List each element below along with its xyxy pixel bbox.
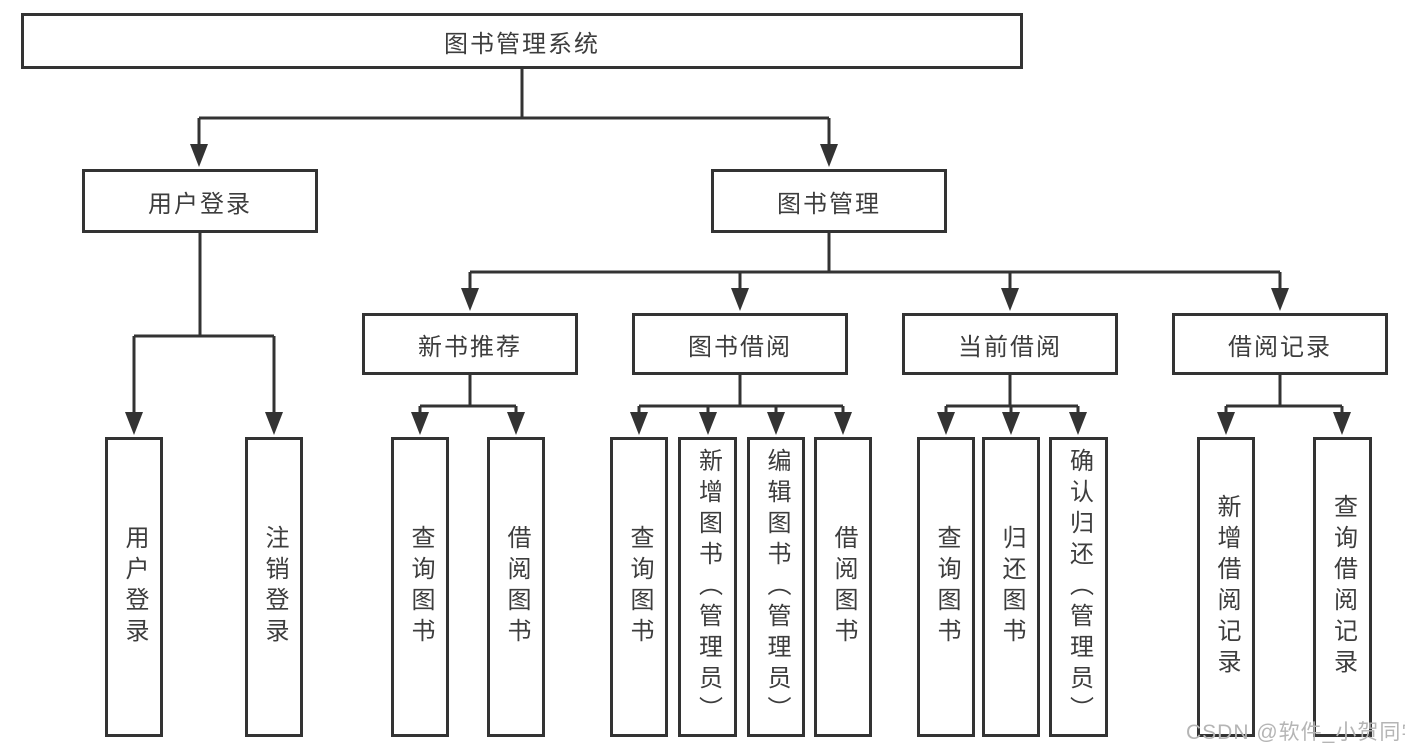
node-user-login: 用户登录 [82, 169, 318, 233]
leaf-label: 注销登录 [261, 525, 288, 649]
node-label: 新书推荐 [418, 333, 522, 361]
node-borrowing-records: 借阅记录 [1172, 313, 1388, 375]
leaf-logout: 注销登录 [245, 437, 303, 737]
arrowhead-icon [767, 412, 785, 435]
node-current-borrowing: 当前借阅 [902, 313, 1118, 375]
arrowhead-icon [265, 412, 283, 435]
leaf-borrow-books: 借阅图书 [487, 437, 545, 737]
connector-root-to-level2 [197, 69, 831, 146]
arrowhead-icon [461, 288, 479, 311]
leaf-edit-books-admin: 编辑图书（管理员） [747, 437, 805, 737]
arrowhead-icon [630, 412, 648, 435]
leaf-confirm-return-admin: 确认归还（管理员） [1049, 437, 1108, 737]
leaf-label: 确认归还（管理员） [1065, 447, 1093, 727]
node-book-borrowing: 图书借阅 [632, 313, 848, 375]
leaf-borrow-books: 借阅图书 [814, 437, 872, 737]
arrowhead-icon [190, 144, 208, 167]
node-label: 图书管理系统 [444, 30, 600, 58]
leaf-query-borrow-record: 查询借阅记录 [1313, 437, 1372, 737]
arrowhead-icon [1002, 412, 1020, 435]
node-label: 图书管理 [777, 190, 881, 218]
arrowhead-icon [411, 412, 429, 435]
arrowhead-icon [125, 412, 143, 435]
leaf-query-books: 查询图书 [610, 437, 668, 737]
arrowhead-icon [820, 144, 838, 167]
leaf-query-books: 查询图书 [917, 437, 975, 737]
arrowhead-icon [937, 412, 955, 435]
connector-userlogin-to-leaves [132, 233, 276, 413]
leaf-label: 查询图书 [407, 525, 434, 649]
arrowhead-icon [1271, 288, 1289, 311]
arrowhead-icon [1333, 412, 1351, 435]
leaf-label: 归还图书 [998, 525, 1025, 649]
leaf-label: 借阅图书 [830, 525, 857, 649]
arrowhead-icon [699, 412, 717, 435]
arrowhead-icon [1069, 412, 1087, 435]
arrowhead-icon [507, 412, 525, 435]
arrowhead-icon [834, 412, 852, 435]
leaf-label: 查询借阅记录 [1329, 494, 1357, 680]
leaf-label: 编辑图书（管理员） [763, 447, 790, 727]
leaf-return-books: 归还图书 [982, 437, 1040, 737]
arrowhead-icon [1217, 412, 1235, 435]
connector-bookmgmt-to-level3 [468, 233, 1282, 290]
arrowhead-down-icons [125, 144, 1351, 435]
connector-level3-to-leaves [418, 375, 1344, 413]
node-book-management: 图书管理 [711, 169, 947, 233]
csdn-watermark: CSDN @软件_小贺同学 [1186, 721, 1405, 744]
node-label: 图书借阅 [688, 333, 792, 361]
leaf-label: 查询图书 [933, 525, 960, 649]
node-root-system: 图书管理系统 [21, 13, 1023, 69]
arrowhead-icon [1001, 288, 1019, 311]
leaf-label: 借阅图书 [503, 525, 530, 649]
node-label: 当前借阅 [958, 333, 1062, 361]
node-label: 借阅记录 [1228, 333, 1332, 361]
node-label: 用户登录 [148, 190, 252, 218]
leaf-user-login: 用户登录 [105, 437, 163, 737]
leaf-label: 查询图书 [626, 525, 653, 649]
leaf-label: 新增借阅记录 [1213, 494, 1240, 680]
leaf-add-borrow-record: 新增借阅记录 [1197, 437, 1255, 737]
leaf-add-books-admin: 新增图书（管理员） [678, 437, 737, 737]
arrowhead-icon [731, 288, 749, 311]
leaf-query-books: 查询图书 [391, 437, 449, 737]
leaf-label: 新增图书（管理员） [694, 447, 722, 727]
leaf-label: 用户登录 [121, 525, 148, 649]
node-new-book-recommendation: 新书推荐 [362, 313, 578, 375]
